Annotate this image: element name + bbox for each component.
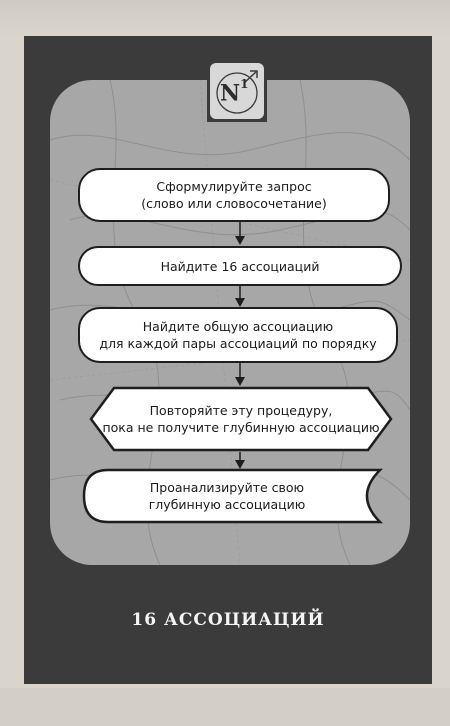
number-one-logo: N1 <box>210 63 264 119</box>
page-background-bottom <box>0 688 450 726</box>
step-4-line-2: пока не получите глубинную ассоциацию <box>102 420 380 435</box>
arrow-down-icon <box>235 286 245 307</box>
logo-text: N1 <box>220 77 249 107</box>
diagram-title: 16 АССОЦИАЦИЙ <box>131 610 325 630</box>
arrow-up-right-icon <box>216 70 258 114</box>
step-5-line-2: глубинную ассоциацию <box>148 497 306 512</box>
step-4-hexagon <box>89 386 393 452</box>
page-background-top <box>0 0 450 36</box>
step-5-line-1: Проанализируйте свою <box>149 480 305 495</box>
step-1-line-2: (слово или словосочетание) <box>141 196 327 211</box>
step-4-line-1: Повторяйте эту процедуру, <box>149 403 333 418</box>
step-1-line-1: Сформулируйте запрос <box>156 179 312 194</box>
arrow-down-icon <box>235 222 245 245</box>
step-2-line-1: Найдите 16 ассоциаций <box>160 258 320 274</box>
step-5-shape <box>82 468 384 524</box>
arrow-down-icon <box>235 363 245 386</box>
step-3-box: Найдите общую ассоциацию для каждой пары … <box>78 307 398 363</box>
arrow-down-icon <box>235 452 245 469</box>
step-4-text: Повторяйте эту процедуру, пока не получит… <box>88 386 394 452</box>
step-3-line-2: для каждой пары ассоциаций по порядку <box>99 336 377 351</box>
step-3-line-1: Найдите общую ассоциацию <box>142 319 334 334</box>
step-2-box: Найдите 16 ассоциаций <box>78 246 402 286</box>
step-5-text: Проанализируйте свою глубинную ассоциацию <box>82 468 372 524</box>
step-1-box: Сформулируйте запрос (слово или словосоче… <box>78 168 390 222</box>
